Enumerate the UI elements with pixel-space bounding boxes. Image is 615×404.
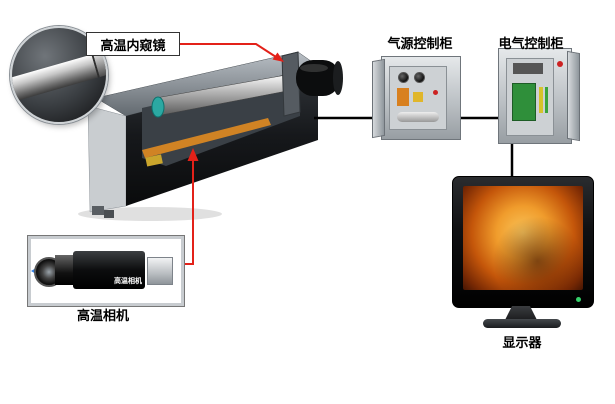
wire-green	[545, 87, 548, 113]
endoscope-label: 高温内窥镜	[86, 32, 180, 56]
main-unit-front-face	[126, 66, 318, 206]
camera-unit: 高温相机	[27, 235, 185, 307]
wire-yellow	[539, 87, 543, 113]
monitor-stand-base	[483, 319, 561, 328]
red-arrowhead	[272, 52, 284, 62]
electric-control-cabinet	[498, 48, 580, 144]
pressure-gauge	[414, 72, 425, 83]
valve-block	[413, 92, 423, 102]
indicator-dot	[433, 90, 438, 95]
connector-endoscope-label-to-machine	[178, 43, 277, 58]
breaker-block	[513, 63, 543, 74]
endoscope-probe	[12, 48, 106, 104]
lens-barrel-end	[333, 61, 343, 95]
camera-mount-fitting	[147, 257, 173, 285]
machine-shadow	[78, 207, 222, 221]
tube-end-cap	[287, 74, 295, 90]
electric-cabinet-interior	[506, 58, 554, 136]
monitor-screen-furnace-view	[463, 186, 583, 290]
lens-barrel-highlight	[300, 64, 328, 72]
electric-cabinet-label: 电气控制柜	[498, 36, 564, 51]
air-cabinet-label: 气源控制柜	[387, 36, 453, 51]
electric-cabinet-door	[567, 50, 580, 142]
camera-body: 高温相机	[73, 251, 145, 289]
emergency-button	[557, 61, 563, 67]
red-connectors	[178, 43, 284, 265]
main-unit-top-face	[95, 51, 319, 117]
air-tank	[397, 112, 439, 122]
monitor-stand-neck	[505, 306, 537, 320]
pressure-gauge	[398, 72, 409, 83]
camera-label: 高温相机	[76, 308, 129, 323]
air-control-cabinet	[372, 56, 461, 140]
monitor	[452, 176, 594, 308]
pcb-board	[512, 83, 536, 121]
main-unit-cutaway	[142, 72, 300, 166]
air-cabinet-interior	[389, 66, 447, 130]
main-unit-left-face	[87, 105, 127, 213]
lens-barrel	[296, 60, 340, 96]
endoscope-tube	[155, 73, 293, 117]
monitor-label: 显示器	[502, 335, 542, 350]
camera-body-text: 高温相机	[114, 278, 142, 285]
camera-lens-barrel	[55, 255, 75, 285]
machine-foot	[104, 210, 114, 218]
tube-teal-collar	[151, 96, 165, 118]
air-cabinet-door	[372, 58, 385, 139]
gold-block	[145, 154, 163, 167]
guide-rail	[142, 118, 271, 158]
main-unit	[87, 51, 343, 218]
machine-foot	[92, 206, 104, 215]
regulator-block	[397, 88, 409, 106]
red-arrowhead	[187, 148, 199, 161]
lens-flange	[281, 51, 301, 117]
power-led	[576, 297, 581, 302]
